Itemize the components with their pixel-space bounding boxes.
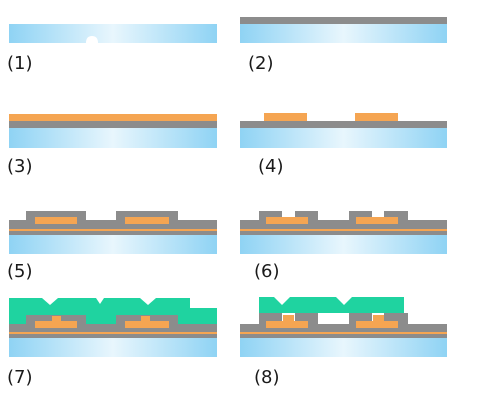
orange-pad-left xyxy=(35,217,77,224)
step-7-diagram xyxy=(9,298,217,357)
substrate xyxy=(9,128,217,148)
step-1-label: (1) xyxy=(7,53,33,74)
substrate xyxy=(240,128,447,148)
substrate xyxy=(9,338,217,357)
gray-layer xyxy=(9,121,217,128)
gray-layer xyxy=(240,121,447,128)
substrate xyxy=(240,338,447,357)
orange-pad-left xyxy=(35,321,77,328)
gray-overcoat xyxy=(9,211,217,229)
orange-fill-right xyxy=(373,315,384,323)
step-5-diagram xyxy=(9,211,217,254)
thin-orange-line xyxy=(9,332,217,334)
step-1-diagram xyxy=(9,24,217,43)
orange-fill-left xyxy=(283,315,294,323)
orange-pad-left xyxy=(264,113,307,121)
step-8-label: (8) xyxy=(254,367,280,388)
thin-orange-line xyxy=(9,229,217,231)
step-6-label: (6) xyxy=(254,261,280,282)
orange-fill-right xyxy=(141,316,150,322)
gray-layer xyxy=(240,334,447,338)
gray-layer xyxy=(9,231,217,235)
step-5-label: (5) xyxy=(7,261,33,282)
step-2-label: (2) xyxy=(248,53,274,74)
substrate xyxy=(9,24,217,43)
orange-pad-right xyxy=(356,321,398,328)
orange-pad-right xyxy=(125,217,169,224)
substrate xyxy=(240,235,447,254)
substrate xyxy=(240,24,447,43)
step-4-label: (4) xyxy=(258,156,284,177)
step-8-diagram xyxy=(240,297,447,357)
substrate-bump xyxy=(86,36,98,43)
orange-pad-right xyxy=(125,321,169,328)
gray-layer xyxy=(240,231,447,235)
step-7-label: (7) xyxy=(7,367,33,388)
orange-pad-left xyxy=(266,217,308,224)
thin-orange-line xyxy=(240,332,447,334)
orange-layer xyxy=(9,114,217,121)
step-6-diagram xyxy=(240,211,447,254)
orange-fill-left xyxy=(52,316,61,322)
gray-layer xyxy=(240,17,447,24)
substrate xyxy=(9,235,217,254)
orange-pad-right xyxy=(355,113,398,121)
thin-orange-line xyxy=(240,229,447,231)
green-layer xyxy=(259,297,404,313)
step-3-diagram xyxy=(9,114,217,148)
step-2-diagram xyxy=(240,17,447,43)
orange-pad-right xyxy=(356,217,398,224)
step-4-diagram xyxy=(240,113,447,148)
gray-overcoat xyxy=(240,211,447,229)
gray-layer xyxy=(9,334,217,338)
step-3-label: (3) xyxy=(7,156,33,177)
orange-pad-left xyxy=(266,321,308,328)
